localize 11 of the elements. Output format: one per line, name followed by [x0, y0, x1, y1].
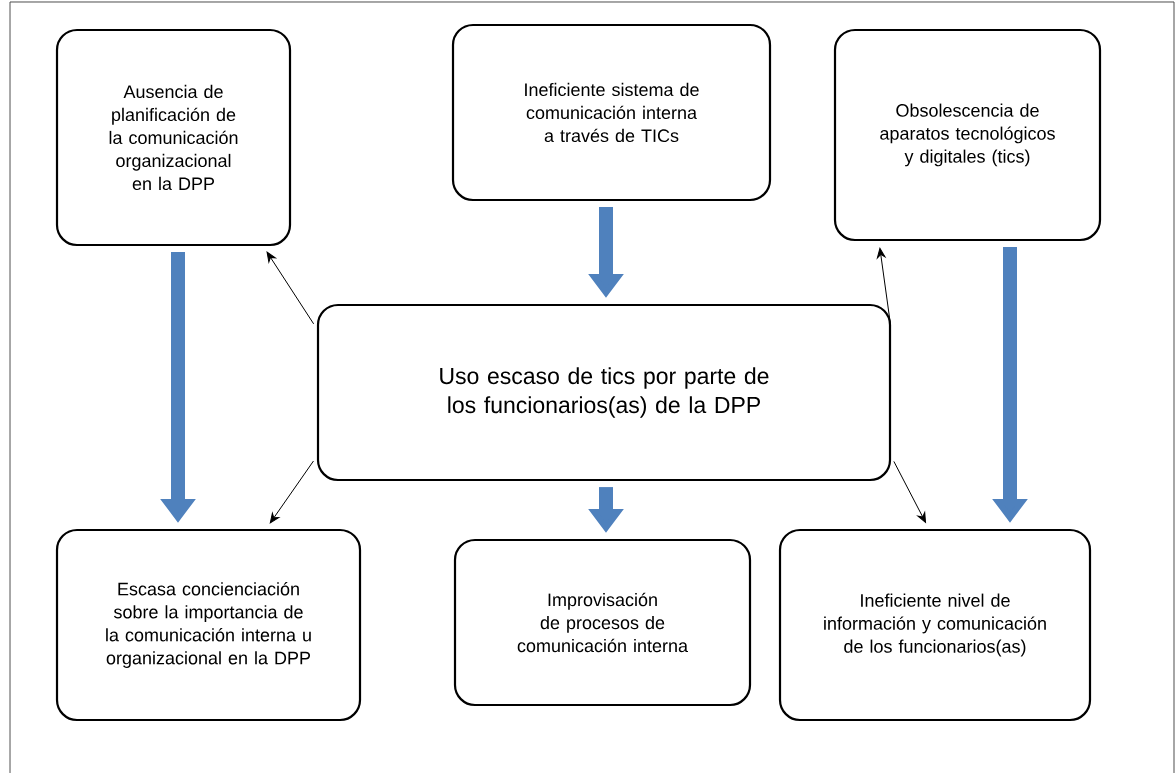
arrow	[269, 460, 314, 524]
text-box: Ineficiente nivel de información y comunicación de los funcionarios(as)	[778, 528, 1092, 722]
arrow	[893, 460, 927, 523]
text-box: Improvisación de procesos de comunicación interna	[453, 538, 752, 707]
text-box: Ausencia de planificación de la comunicación organizacional en la DPP	[55, 28, 292, 247]
text-box: Escasa concienciación sobre la importancia de la comunicación interna u organizacional en la DPP	[55, 528, 362, 722]
arrow	[876, 247, 891, 324]
arrow	[266, 251, 315, 325]
text-box: Ineficiente sistema de comunicación interna a través de TICs	[451, 23, 772, 202]
text-box: Uso escaso de tics por parte de los funcionarios(as) de la DPP	[316, 303, 892, 482]
text-box: Obsolescencia de aparatos tecnológicos y digitales (tics)	[833, 28, 1102, 242]
